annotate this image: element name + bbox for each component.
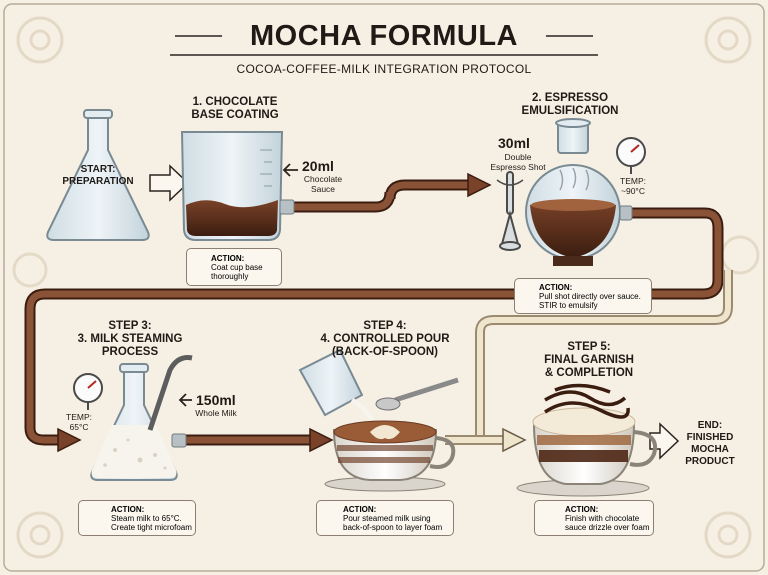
step5-action-label: ACTION:: [565, 505, 599, 514]
end-label: END: FINISHED MOCHA PRODUCT: [685, 420, 735, 467]
step4-title: STEP 4: 4. CONTROLLED POUR (BACK-OF-SPOO…: [320, 320, 450, 358]
step2-temp: TEMP: ~90°C: [620, 176, 646, 196]
gear-icon: [12, 16, 760, 559]
latte-cup-icon: [324, 420, 456, 492]
step1-volume-note: Chocolate Sauce: [303, 174, 343, 194]
final-mocha-cup-icon: [516, 383, 657, 497]
step1-action-text: Coat cup base thoroughly: [211, 263, 263, 281]
step1-title: 1. CHOCOLATE BASE COATING: [191, 96, 279, 121]
milk-flask-icon: [90, 355, 193, 481]
frame-border: [3, 3, 765, 572]
step3-volume: 150ml: [196, 392, 236, 408]
arrow-icon: [467, 172, 492, 198]
arrow-icon: [149, 164, 190, 202]
arrow-icon: [502, 427, 527, 453]
page-title: MOCHA FORMULA: [250, 20, 518, 52]
step1-action-box: ACTION: Coat cup base thoroughly: [186, 248, 282, 286]
step2-title: 2. ESPRESSO EMULSIFICATION: [521, 92, 619, 117]
step2-action-text: Pull shot directly over sauce. STIR to e…: [539, 292, 641, 310]
step5-action-box: ACTION: Finish with chocolate sauce driz…: [534, 500, 654, 536]
step2-volume: 30ml: [498, 135, 530, 151]
step3-title: STEP 3: 3. MILK STEAMING PROCESS: [77, 320, 183, 358]
step3-action-text: Steam milk to 65°C. Create tight microfo…: [111, 514, 192, 532]
step1-action-label: ACTION:: [211, 254, 245, 263]
drizzle-icon: [544, 383, 630, 419]
step4-action-text: Pour steamed milk using back-of-spoon to…: [343, 514, 443, 532]
arrow-icon: [57, 427, 82, 453]
espresso-flask-icon: [525, 118, 633, 266]
start-flask: [46, 109, 150, 241]
pouring-pitcher-icon: [298, 348, 375, 422]
spoon-icon: [375, 377, 459, 411]
arrow-icon: [178, 393, 192, 407]
whisk-icon: [496, 171, 524, 251]
step2-action-label: ACTION:: [539, 283, 573, 292]
title-rules: [170, 35, 598, 56]
page-subtitle: COCOA-COFFEE-MILK INTEGRATION PROTOCOL: [236, 62, 532, 76]
step5-title: STEP 5: FINAL GARNISH & COMPLETION: [544, 341, 634, 379]
step5-action-text: Finish with chocolate sauce drizzle over…: [565, 514, 650, 532]
step2-action-box: ACTION: Pull shot directly over sauce. S…: [514, 278, 652, 314]
step3-action-box: ACTION: Steam milk to 65°C. Create tight…: [78, 500, 196, 536]
thermometer-icon: [616, 137, 646, 174]
step4-action-box: ACTION: Pour steamed milk using back-of-…: [316, 500, 454, 536]
chocolate-beaker-icon: [180, 131, 295, 241]
step3-temp: TEMP: 65°C: [66, 412, 92, 432]
arrow-icon: [309, 427, 334, 453]
step4-action-label: ACTION:: [343, 505, 377, 514]
step1-volume: 20ml: [302, 158, 334, 174]
arrow-icon: [282, 163, 298, 177]
start-label: START: PREPARATION: [62, 164, 134, 187]
step3-action-label: ACTION:: [111, 505, 145, 514]
arrow-icon: [649, 422, 680, 460]
step3-volume-note: Whole Milk: [195, 408, 237, 418]
step2-volume-note: Double Espresso Shot: [490, 152, 546, 172]
thermometer-icon: [73, 373, 103, 410]
